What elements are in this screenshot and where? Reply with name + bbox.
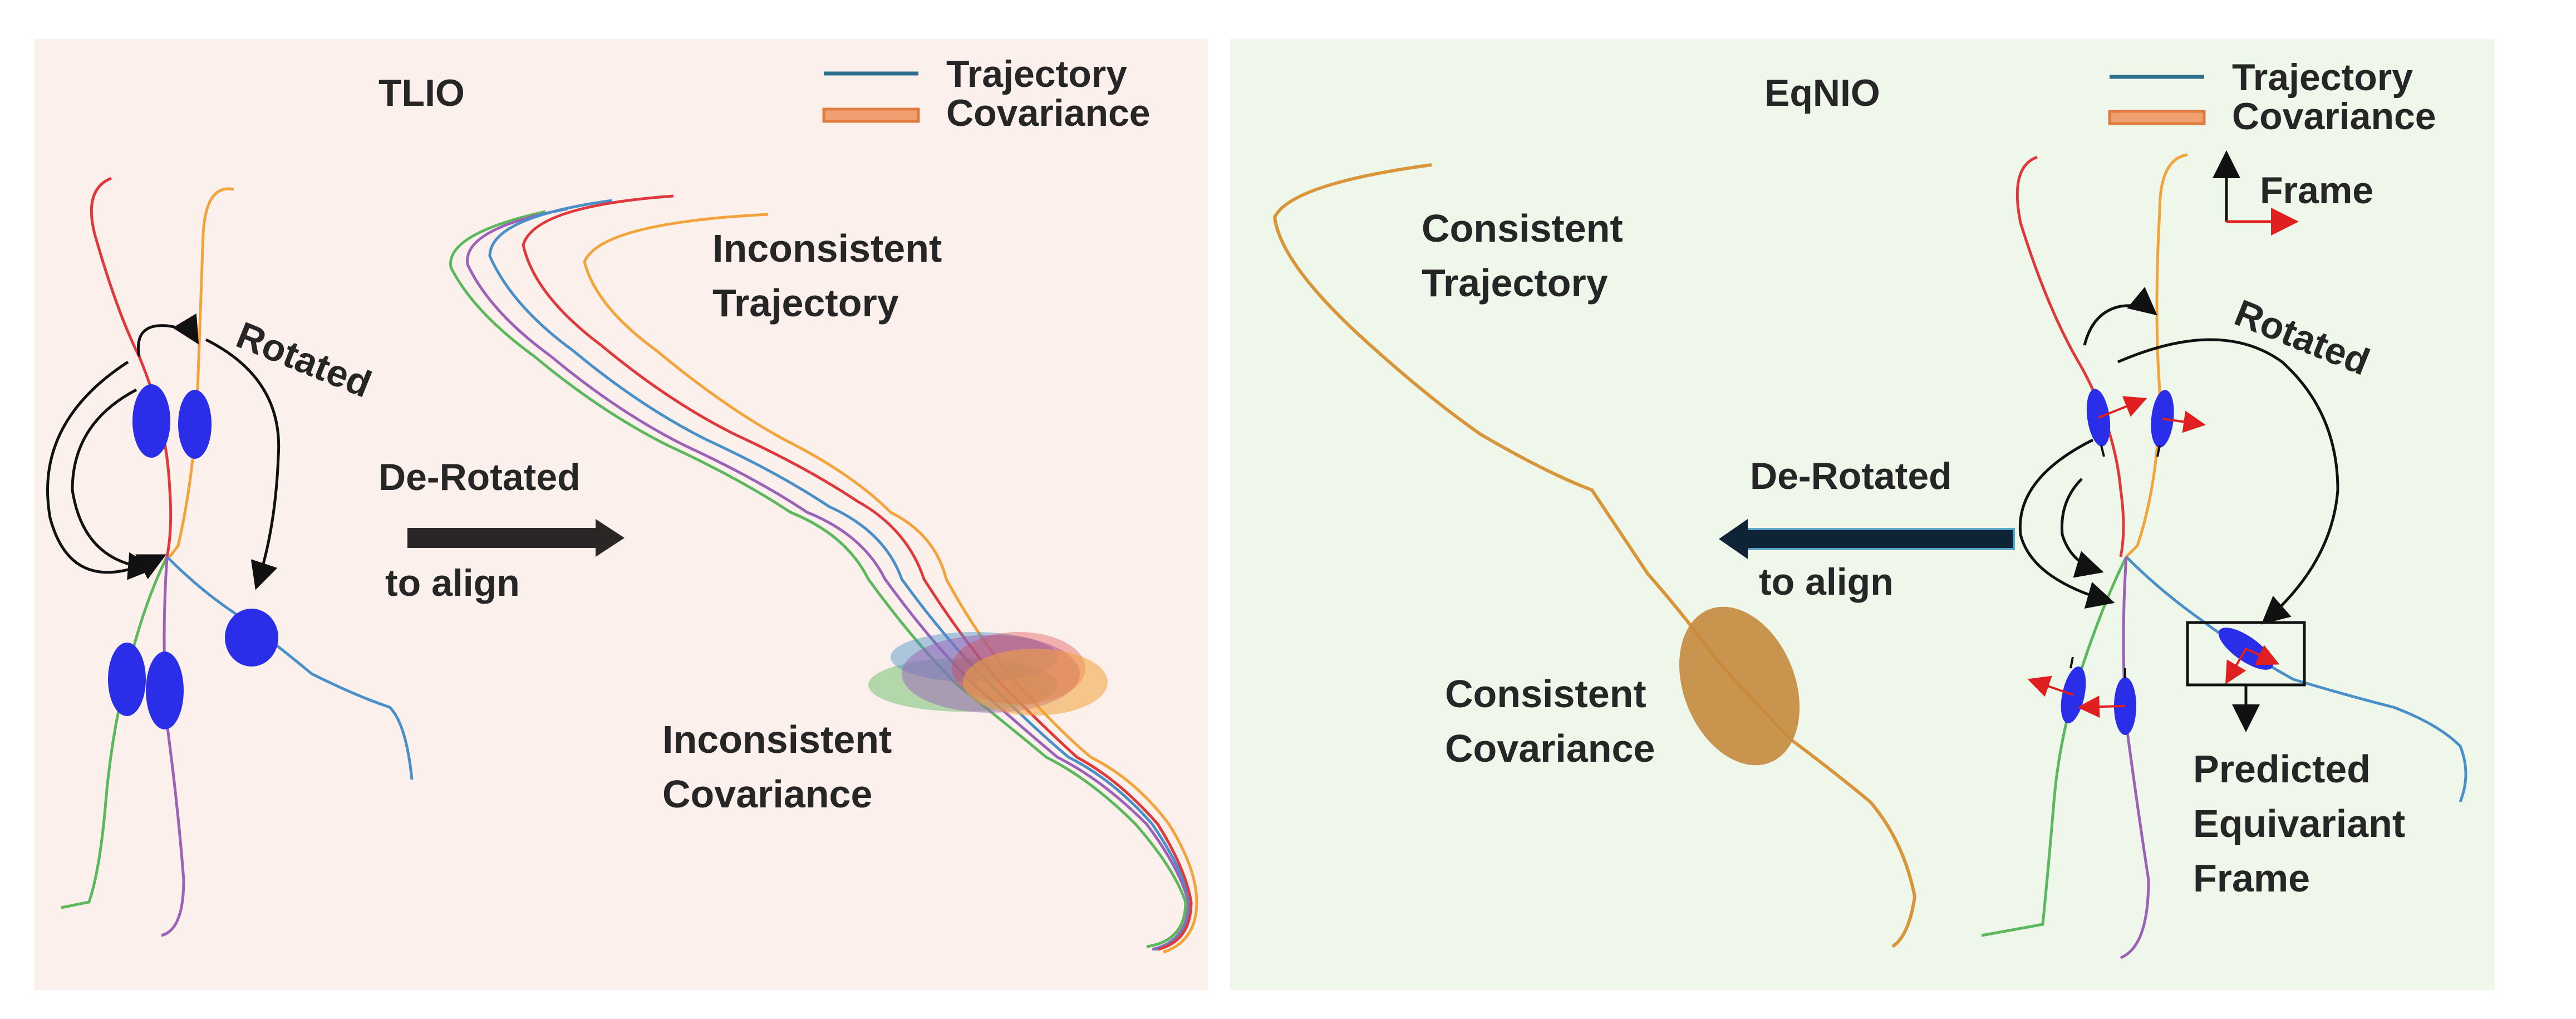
consistent-trajectory [1272, 163, 1917, 948]
eqnio-panel-background [1230, 39, 2495, 990]
inconsistent-covariances [868, 632, 1108, 716]
rotated-trajectories [61, 177, 414, 937]
tlio-panel: TLIO Trajectory Covariance [35, 39, 1208, 990]
covariance-ellipse [225, 609, 278, 667]
inconsistent-covariance-label: Inconsistent Covariance [662, 718, 903, 816]
consistent-covariance-ellipse [1679, 606, 1800, 766]
tlio-panel-background [35, 39, 1208, 990]
frame-legend-label: Frame [2260, 169, 2373, 212]
inconsistent-trajectory-label: Inconsistent Trajectory [712, 227, 953, 325]
derotate-arrow-right-head [1719, 519, 1748, 559]
trajectory-blue [2125, 556, 2467, 802]
frame-up-ticks [2069, 445, 2161, 678]
trajectory-blue [166, 556, 414, 780]
legend-trajectory-label: Trajectory [946, 53, 1127, 95]
covariance-ellipse-orange [963, 649, 1108, 716]
eqnio-rotated-trajectories [1981, 153, 2467, 959]
covariance-ellipse [178, 390, 212, 459]
consistent-covariance-label: Consistent Covariance [1445, 672, 1657, 770]
legend-covariance-swatch [2108, 110, 2206, 125]
legend-covariance-label: Covariance [946, 92, 1151, 134]
legend-trajectory-label: Trajectory [2232, 56, 2413, 99]
trajectory-red [522, 194, 1193, 951]
covariance-ellipse [132, 384, 170, 458]
trajectory-purple [161, 556, 185, 937]
trajectory-orange [583, 213, 1198, 954]
tlio-title: TLIO [378, 72, 465, 114]
rotated-covariance-ellipses [108, 384, 278, 729]
trajectory-blue [488, 199, 1192, 951]
derotate-arrow-right-shaft [1746, 528, 2015, 550]
eqnio-title: EqNIO [1764, 72, 1880, 114]
to-align-label-left: to align [385, 562, 520, 604]
eqnio-rotation-arrows [2018, 287, 2339, 625]
trajectory-green [61, 556, 169, 909]
predicted-equivariant-frame-label: Predicted Equivariant Frame [2193, 747, 2416, 900]
trajectory-green [449, 210, 1187, 948]
eqnio-panel: EqNIO Trajectory Covariance Frame Consis… [1230, 39, 2495, 990]
covariance-ellipse [108, 643, 146, 716]
derotated-label-right: De-Rotated [1750, 455, 1952, 497]
derotate-arrow-left-head [596, 519, 625, 557]
trajectory-orange [169, 187, 234, 558]
trajectory-purple [2120, 556, 2150, 959]
consistent-trajectory-label: Consistent Trajectory [1422, 207, 1634, 305]
inconsistent-trajectories [449, 194, 1198, 954]
derotated-label-left: De-Rotated [378, 456, 581, 498]
derotate-arrow-left-shaft [407, 528, 597, 548]
trajectory-purple [466, 207, 1190, 951]
legend-covariance-label: Covariance [2232, 95, 2436, 138]
to-align-label-right: to align [1759, 561, 1894, 603]
trajectory-red [2015, 155, 2125, 557]
rotation-arrows [46, 313, 281, 590]
trajectory-orange [2125, 153, 2188, 558]
trajectory-green [1981, 556, 2128, 937]
covariance-ellipse [146, 651, 184, 729]
equivariant-frame-arrows [2027, 396, 2280, 718]
legend-covariance-swatch [822, 107, 920, 123]
